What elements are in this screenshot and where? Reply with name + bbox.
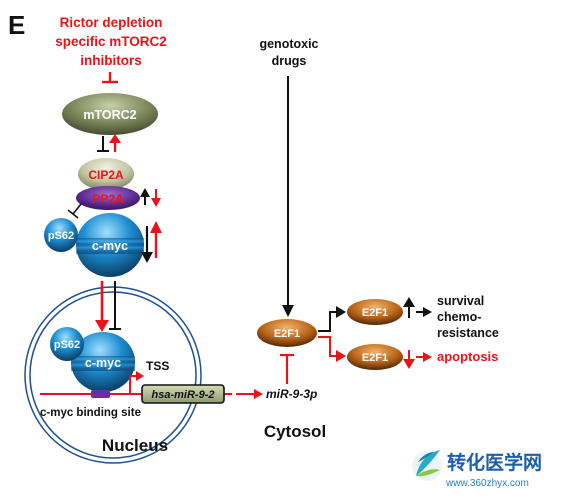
inhibitor-line-3: inhibitors xyxy=(80,53,142,68)
apoptosis-label: apoptosis xyxy=(437,349,498,364)
e2f1-apoptosis-node: E2F1 xyxy=(347,344,403,370)
nucleus-membrane xyxy=(24,286,202,464)
inhibitor-tbar xyxy=(102,72,118,84)
e2f1-survival-label: E2F1 xyxy=(362,307,388,319)
cmyc-nuclear-red-arrow xyxy=(95,281,109,332)
cmyc-down-arrow-icon xyxy=(141,226,153,263)
e2f1-apoptosis-label: E2F1 xyxy=(362,352,388,364)
mir-gene-label: hsa-miR-9-2 xyxy=(152,389,215,401)
cmyc-top-node: c-myc xyxy=(76,213,144,277)
cytosol-label: Cytosol xyxy=(264,422,326,441)
genotoxic-line-2: drugs xyxy=(272,54,307,68)
mir-gene-box: hsa-miR-9-2 xyxy=(141,384,225,404)
ps62-top-label: pS62 xyxy=(48,230,74,242)
cip2a-node: CIP2A xyxy=(78,158,134,190)
pp2a-node: PP2A xyxy=(76,186,140,210)
survival-arrow xyxy=(416,307,432,317)
genotoxic-arrow xyxy=(282,76,294,317)
panel-letter: E xyxy=(8,10,25,40)
e2f1-main-node: E2F1 xyxy=(257,319,317,347)
genotoxic-line-1: genotoxic xyxy=(259,37,318,51)
cmyc-nuclear-black-inhibition xyxy=(109,281,121,330)
e2f1-survival-node: E2F1 xyxy=(347,299,403,325)
binding-site-label: c-myc binding site xyxy=(40,407,141,419)
pp2a-down-arrow-icon xyxy=(151,189,161,207)
watermark-url: www.360zhyx.com xyxy=(445,478,529,489)
pp2a-ps62-inhibition xyxy=(67,203,82,219)
watermark-cn: 转化医学网 xyxy=(447,451,542,474)
pp2a-label: PP2A xyxy=(92,192,124,206)
ps62-nucleus-label: pS62 xyxy=(54,339,80,351)
mir-e2f1-inhibition xyxy=(280,353,294,384)
survival-label: survival chemo- resistance xyxy=(437,294,499,340)
tss-label: TSS xyxy=(146,359,169,373)
nucleus-label: Nucleus xyxy=(102,436,168,455)
e2f1-branch-red xyxy=(318,336,346,362)
ps62-nucleus-node: pS62 xyxy=(50,327,84,361)
tss-arrow xyxy=(129,371,144,394)
e2f1-survival-up-arrow-icon xyxy=(403,297,415,318)
pp2a-up-arrow-icon xyxy=(140,188,150,205)
survival-line-3: resistance xyxy=(437,326,499,340)
mtorc2-node: mTORC2 xyxy=(62,93,158,135)
cmyc-binding-site-marker xyxy=(91,390,110,398)
watermark: 转化医学网 www.360zhyx.com xyxy=(412,450,542,489)
inhibitor-label: Rictor depletion specific mTORC2 inhibit… xyxy=(55,15,167,68)
mtorc2-label: mTORC2 xyxy=(83,108,136,122)
cmyc-top-label: c-myc xyxy=(92,239,128,253)
cip2a-label: CIP2A xyxy=(88,168,124,182)
mir-label: miR-9-3p xyxy=(266,387,317,401)
cmyc-up-arrow-icon xyxy=(150,221,162,258)
mtorc2-cip2a-inhibition xyxy=(97,136,109,152)
gene-to-mir-arrow xyxy=(236,389,263,399)
cmyc-nucleus-label: c-myc xyxy=(85,356,121,370)
watermark-logo-icon xyxy=(412,450,442,481)
e2f1-branch-black xyxy=(318,306,346,332)
e2f1-apoptosis-down-arrow-icon xyxy=(403,350,415,369)
e2f1-main-label: E2F1 xyxy=(274,328,300,340)
cip2a-up-arrow-icon xyxy=(109,134,121,152)
ps62-top-node: pS62 xyxy=(44,218,78,252)
inhibitor-line-2: specific mTORC2 xyxy=(55,34,167,49)
cmyc-nucleus-node: c-myc xyxy=(71,332,135,392)
survival-line-1: survival xyxy=(437,294,484,308)
survival-line-2: chemo- xyxy=(437,310,481,324)
inhibitor-line-1: Rictor depletion xyxy=(60,15,163,30)
apoptosis-arrow xyxy=(416,352,432,362)
